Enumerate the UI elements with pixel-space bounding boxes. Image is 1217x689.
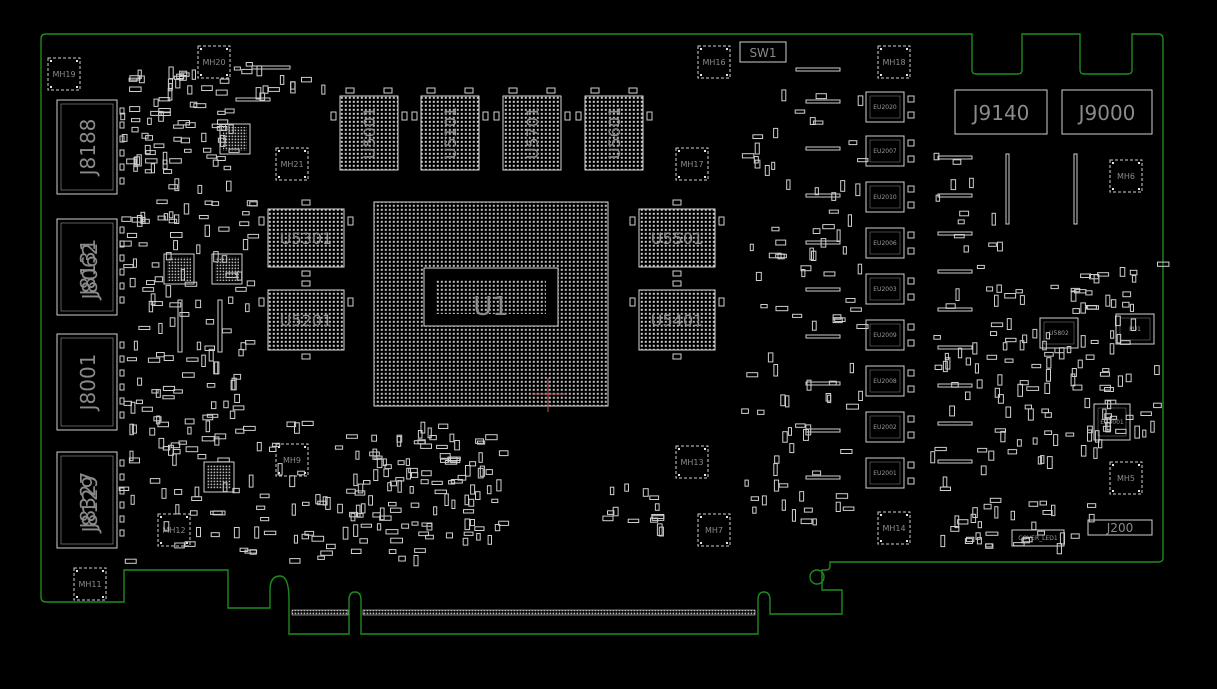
memory-chip-u5401[interactable]: U5401	[629, 280, 725, 360]
ic-eu2003[interactable]: EU2003	[865, 273, 915, 305]
mounting-hole-label: MH17	[680, 160, 703, 169]
mounting-hole-mh19[interactable]: MH19	[47, 57, 81, 91]
mounting-hole-label: MH21	[280, 160, 303, 169]
ic-eu2007[interactable]: EU2007	[865, 135, 915, 167]
ic-eu2001[interactable]: EU2001	[865, 457, 915, 489]
connector-j8001[interactable]: J8001	[56, 333, 125, 431]
mounting-hole-mh6[interactable]: MH6	[1109, 159, 1143, 193]
mounting-hole-mh12[interactable]: MH12	[157, 513, 191, 547]
passive-components	[118, 62, 1170, 567]
ic-label: EU2007	[873, 148, 897, 155]
ic-label: U5802	[1049, 330, 1069, 337]
mounting-hole-mh11[interactable]: MH11	[73, 567, 107, 601]
memory-chip-label: U5701	[523, 107, 542, 159]
board-outline	[40, 33, 1164, 635]
mounting-hole-label: MH12	[162, 526, 185, 535]
connector-label-overlap: J8129	[78, 476, 102, 535]
mounting-hole-mh17[interactable]: MH17	[675, 147, 709, 181]
memory-chip-u5201[interactable]: U5201	[258, 280, 354, 360]
connector-label: J8327	[76, 472, 100, 531]
mounting-hole-mh16[interactable]: MH16	[697, 45, 731, 79]
mounting-hole-mh7[interactable]: MH7	[697, 513, 731, 547]
memory-chip-u5701[interactable]: U5701	[493, 87, 571, 171]
ic-label: EU2003	[873, 286, 897, 293]
main-chip-label: U1	[473, 292, 509, 322]
mounting-hole-label: MH18	[882, 58, 905, 67]
connector-j9140[interactable]: J9140	[954, 89, 1048, 135]
pcie-fingers-b	[362, 609, 756, 616]
connector-label: J9000	[1077, 101, 1136, 125]
ic-label: EU2009	[873, 332, 897, 339]
ic-eu2002[interactable]: EU2002	[865, 411, 915, 443]
ic-label: PU1	[1129, 326, 1141, 333]
main-chip[interactable]: U1	[373, 201, 609, 412]
mounting-hole-label: MH19	[52, 70, 75, 79]
memory-chip-u5001[interactable]: U5001	[330, 87, 408, 171]
mounting-hole-mh14[interactable]: MH14	[877, 511, 911, 545]
memory-chip-label: U5301	[280, 229, 332, 248]
ic-label: EU2010	[873, 194, 897, 201]
memory-chip-u5301[interactable]: U5301	[258, 199, 354, 277]
notch-circle	[809, 569, 825, 585]
memory-chip-label: U5601	[605, 107, 624, 159]
ic-pu1[interactable]: PU1	[1115, 313, 1155, 345]
mounting-hole-mh20[interactable]: MH20	[197, 45, 231, 79]
memory-chip-label: U5001	[360, 107, 379, 159]
memory-chip-u5501[interactable]: U5501	[629, 199, 725, 277]
mounting-hole-mh5[interactable]: MH5	[1109, 461, 1143, 495]
mounting-hole-label: MH7	[705, 526, 723, 535]
pcie-fingers-a	[291, 609, 349, 616]
ic-label: EU2020	[873, 104, 897, 111]
mounting-hole-mh13[interactable]: MH13	[675, 445, 709, 479]
memory-chip-label: U5501	[651, 229, 703, 248]
cover-led-label: COVER_LED1	[1018, 535, 1058, 542]
cursor-crosshair	[532, 378, 566, 412]
ic-u5802[interactable]: U5802	[1039, 317, 1079, 349]
switch-label: SW1	[749, 46, 776, 60]
mounting-hole-label: MH16	[702, 58, 725, 67]
mounting-hole-mh18[interactable]: MH18	[877, 45, 911, 79]
memory-chip-u5601[interactable]: U5601	[575, 87, 653, 171]
ic-eu2008[interactable]: EU2008	[865, 365, 915, 397]
connector-j200-label: J200	[1106, 521, 1133, 535]
ic-eu2010[interactable]: EU2010	[865, 181, 915, 213]
memory-chip-label: U5201	[280, 311, 332, 330]
mounting-hole-label: MH20	[202, 58, 225, 67]
mounting-hole-mh21[interactable]: MH21	[275, 147, 309, 181]
memory-chip-u5101[interactable]: U5101	[411, 87, 489, 171]
ic-label: EU2008	[873, 378, 897, 385]
connector-j8188[interactable]: J8188	[56, 99, 125, 195]
mounting-hole-label: MH5	[1117, 474, 1135, 483]
ic-label: EU2002	[873, 424, 897, 431]
connector-label: J9140	[971, 101, 1030, 125]
ic-label: EU3001	[1100, 419, 1124, 426]
mounting-hole-label: MH6	[1117, 172, 1135, 181]
memory-chip-label: U5401	[651, 311, 703, 330]
mounting-hole-label: MH9	[283, 456, 301, 465]
connector-label-overlap: J8062	[78, 243, 102, 302]
mounting-hole-label: MH11	[78, 580, 101, 589]
connector-label: J8188	[76, 119, 100, 178]
cover-led[interactable]: COVER_LED1	[1011, 529, 1065, 547]
switch-sw1[interactable]: SW1	[739, 41, 787, 63]
connector-j9000[interactable]: J9000	[1061, 89, 1153, 135]
connector-j200[interactable]: J200	[1087, 519, 1153, 536]
ic-label: EU2006	[873, 240, 897, 247]
ic-label: EU2001	[873, 470, 897, 477]
memory-chip-label: U5101	[441, 107, 460, 159]
connector-label: J8001	[76, 354, 100, 413]
ic-eu2020[interactable]: EU2020	[865, 91, 915, 123]
mounting-hole-label: MH14	[882, 524, 905, 533]
ic-eu2009[interactable]: EU2009	[865, 319, 915, 351]
connector-label: J8131	[76, 239, 100, 298]
mounting-hole-label: MH13	[680, 458, 703, 467]
ic-eu2006[interactable]: EU2006	[865, 227, 915, 259]
